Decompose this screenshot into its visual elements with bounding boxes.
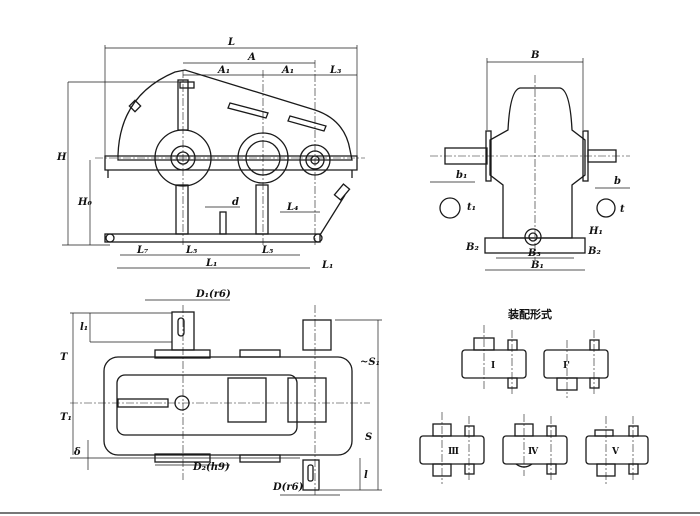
label-H0: H₀ xyxy=(77,197,92,208)
front-view: L A A₁ A₁ L₃ H H₀ d L₄ L₇ L₅ L₅ L₁ L₁ xyxy=(56,37,365,271)
label-l: l xyxy=(364,470,368,481)
label-A1-right: A₁ xyxy=(281,65,294,76)
label-D2: D₂(h9) xyxy=(192,462,230,473)
label-t1: t₁ xyxy=(467,202,476,213)
inspection-window xyxy=(287,377,327,423)
label-l1: l₁ xyxy=(80,322,88,333)
label-T: T xyxy=(60,352,69,363)
label-B: B xyxy=(530,50,539,61)
bearing-cap xyxy=(239,454,281,463)
label-b1: b₁ xyxy=(456,170,467,181)
label-B3: B₃ xyxy=(527,248,541,259)
label-H1: H₁ xyxy=(588,226,603,237)
assembly-form-4: Ⅳ xyxy=(502,414,568,482)
base-plate xyxy=(104,233,321,243)
inspection-cover xyxy=(227,102,269,119)
label-H: H xyxy=(56,152,67,163)
shaft-section-left xyxy=(439,197,461,219)
keyway xyxy=(307,464,314,482)
housing-flange xyxy=(104,155,358,171)
drain-boss xyxy=(524,228,542,246)
label-S1: ~S₁ xyxy=(360,357,380,368)
label-L3: L₃ xyxy=(329,65,342,76)
foot-bolt-right xyxy=(313,233,323,243)
assembly-form-5: Ⅴ xyxy=(585,416,649,484)
drain-hole xyxy=(528,232,538,242)
housing-inner xyxy=(116,374,298,436)
housing-top xyxy=(103,356,353,456)
inspection-cover xyxy=(287,115,327,132)
label-L: L xyxy=(227,37,235,48)
label-L1-right: L₁ xyxy=(321,260,333,271)
label-L4: L₄ xyxy=(286,202,298,213)
label-L5-left: L₅ xyxy=(185,245,198,256)
housing-cover xyxy=(117,69,353,161)
label-L5-right: L₅ xyxy=(261,245,274,256)
top-view: D₁(r6) l₁ T T₁ δ D₂(h9) D(r6) l ~S₁ S xyxy=(60,289,382,496)
vent-cap xyxy=(179,81,195,89)
assembly-label-3: Ⅲ xyxy=(448,447,459,457)
keyway xyxy=(177,317,185,337)
side-view: B b₁ t₁ b t H₁ B₂ B₃ B₁ B₂ xyxy=(430,50,630,271)
rib xyxy=(255,184,269,235)
flange-feet xyxy=(107,170,353,178)
label-B1: B₁ xyxy=(530,260,544,271)
label-delta: δ xyxy=(73,447,81,458)
label-d: d xyxy=(232,197,239,208)
label-B2-left: B₂ xyxy=(465,242,479,253)
assembly-forms: 装配形式 I I' Ⅲ Ⅳ xyxy=(419,307,649,484)
assembly-label-2: I' xyxy=(563,361,570,371)
label-S: S xyxy=(365,432,372,443)
lifting-lug xyxy=(128,99,142,113)
assembly-form-1: I xyxy=(461,325,527,395)
housing-side xyxy=(489,87,586,239)
label-A1-left: A₁ xyxy=(217,65,230,76)
label-t: t xyxy=(620,204,625,215)
assembly-label-1: I xyxy=(491,361,495,371)
oil-gauge-cap xyxy=(333,183,351,201)
label-b: b xyxy=(614,176,621,187)
assembly-title: 装配形式 xyxy=(507,307,552,321)
oil-gauge xyxy=(319,194,346,236)
assembly-form-3: Ⅲ xyxy=(419,412,485,484)
assembly-label-5: Ⅴ xyxy=(611,447,620,457)
output-coupling xyxy=(302,319,332,351)
shaft-section-right xyxy=(596,198,616,218)
output-shaft-bottom xyxy=(302,459,320,491)
assembly-label-4: Ⅳ xyxy=(528,447,539,457)
foot-bolt-left xyxy=(105,233,115,243)
label-A: A xyxy=(247,52,256,63)
bearing-cap xyxy=(239,349,281,358)
rib xyxy=(175,184,189,235)
label-L1: L₁ xyxy=(205,258,217,269)
label-D: D(r6) xyxy=(272,482,304,493)
inspection-window xyxy=(227,377,267,423)
label-D1: D₁(r6) xyxy=(195,289,231,300)
label-B2-right: B₂ xyxy=(587,246,601,257)
drain-plug xyxy=(219,211,227,235)
label-L7: L₇ xyxy=(136,245,149,256)
assembly-form-2: I' xyxy=(543,330,609,398)
label-T1: T₁ xyxy=(60,412,72,423)
